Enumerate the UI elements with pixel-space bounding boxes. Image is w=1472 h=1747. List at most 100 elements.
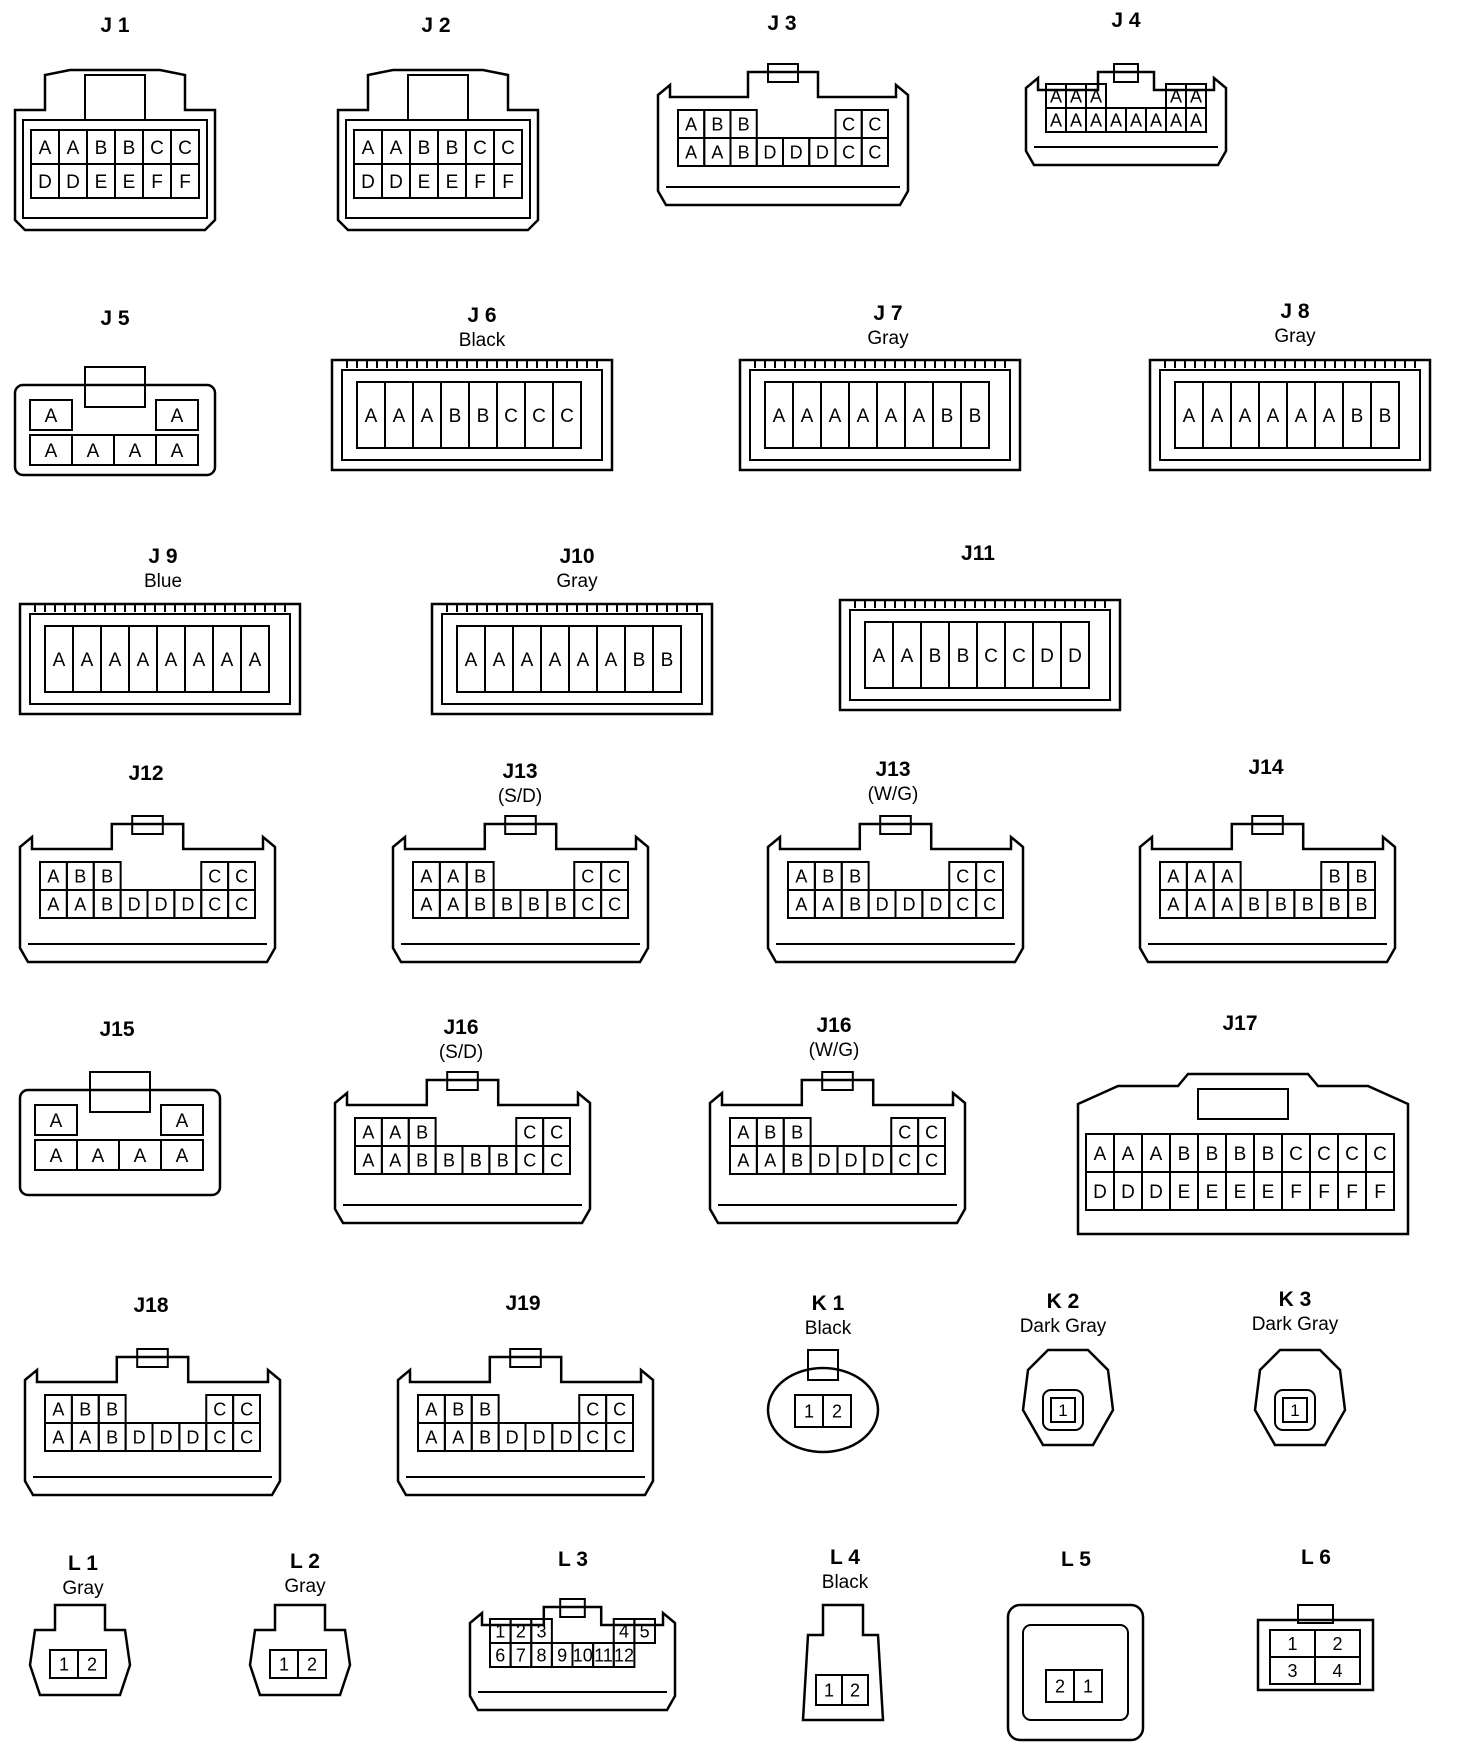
pin-label: 1: [495, 1621, 505, 1641]
pin-label: F: [1346, 1182, 1358, 1203]
pin-label: B: [101, 894, 113, 914]
pin-label: A: [1050, 110, 1062, 130]
pin-label: D: [186, 1427, 199, 1447]
pin-frame: [1042, 1389, 1084, 1431]
pin-label: A: [389, 1122, 401, 1142]
pin-label: 10: [573, 1645, 593, 1665]
pin-label: A: [493, 650, 506, 671]
pin-label: A: [711, 142, 723, 162]
pin-label: A: [685, 142, 697, 162]
pin-label: B: [416, 1122, 428, 1142]
pin-label: C: [581, 866, 594, 886]
pin-label: A: [52, 1427, 64, 1447]
pin-label: A: [901, 646, 914, 667]
connector-id: J 2: [421, 14, 450, 37]
pin-label: C: [213, 1399, 226, 1419]
pin-label: A: [45, 441, 58, 462]
connector-id: L 2: [290, 1550, 320, 1573]
latch: [407, 74, 469, 121]
connector-body: [18, 822, 277, 964]
pin-label: F: [1290, 1182, 1302, 1203]
pin-label: C: [208, 894, 221, 914]
pin-label: C: [1012, 646, 1026, 667]
pin-label: B: [1206, 1144, 1219, 1165]
pin-label: 7: [516, 1645, 526, 1665]
pin-label: C: [1317, 1144, 1331, 1165]
inner-frame: [441, 613, 703, 705]
pin-label: 1: [804, 1401, 814, 1421]
pin-label: A: [420, 866, 432, 886]
pin-label: 1: [824, 1680, 834, 1700]
pin-label: A: [1183, 406, 1196, 427]
connector-id: J10: [559, 545, 594, 568]
pin-label: D: [871, 1150, 884, 1170]
pin-cell: [552, 381, 582, 449]
pin-label: B: [633, 650, 646, 671]
pin-label: A: [50, 1111, 63, 1132]
connector-id: J19: [505, 1292, 540, 1315]
pin-label: A: [549, 650, 562, 671]
pin-label: C: [868, 114, 881, 134]
pin-label: B: [1248, 894, 1260, 914]
connector-id: K 1: [812, 1292, 845, 1315]
pin-label: B: [452, 1399, 464, 1419]
pin-label: B: [528, 894, 540, 914]
pin-label: B: [1329, 894, 1341, 914]
connector-body: [23, 1355, 282, 1497]
pin-label: C: [235, 894, 248, 914]
connector-id: J 3: [767, 12, 796, 35]
pin-label: A: [74, 894, 86, 914]
pin-label: A: [52, 1399, 64, 1419]
pin-label: 2: [307, 1654, 317, 1674]
pin-label: A: [1267, 406, 1280, 427]
pin-label: A: [425, 1427, 437, 1447]
pin-cell: [34, 1104, 78, 1136]
connector-id: J 4: [1111, 9, 1141, 32]
connector-id: J 6: [467, 304, 496, 327]
pin-cell: [240, 625, 270, 693]
pin-label: B: [764, 1122, 776, 1142]
pin-label: B: [470, 1150, 482, 1170]
pin-label: 12: [614, 1645, 634, 1665]
pin-label: A: [1090, 110, 1102, 130]
pin-label: B: [479, 1427, 491, 1447]
pin-label: E: [123, 172, 136, 193]
pin-label: A: [421, 406, 434, 427]
pin-label: D: [844, 1150, 857, 1170]
pin-label: A: [1110, 110, 1122, 130]
connector-body: [18, 602, 302, 716]
pin-label: F: [502, 172, 514, 193]
pin-label: A: [773, 406, 786, 427]
pin-label: A: [913, 406, 926, 427]
pin-label: C: [983, 866, 996, 886]
pin-label: A: [1122, 1144, 1135, 1165]
pin-label: D: [128, 894, 141, 914]
connector-id: J14: [1248, 756, 1283, 779]
pin-frame: [345, 119, 531, 219]
pin-label: B: [555, 894, 567, 914]
pin-label: B: [449, 406, 462, 427]
connector-body: [738, 358, 1022, 472]
connector-body: [430, 602, 714, 716]
pin-label: A: [452, 1427, 464, 1447]
pin-cell: [155, 434, 199, 466]
pin-label: C: [240, 1427, 253, 1447]
pin-cell: [841, 1674, 869, 1706]
pin-label: B: [661, 650, 674, 671]
connector-color: Black: [459, 330, 506, 351]
pin-cell: [1365, 1171, 1395, 1211]
pin-label: A: [829, 406, 842, 427]
pin-label: D: [1121, 1182, 1135, 1203]
pin-label: C: [213, 1427, 226, 1447]
pin-cell: [1185, 107, 1207, 133]
pin-label: 6: [495, 1645, 505, 1665]
pin-label: B: [738, 114, 750, 134]
